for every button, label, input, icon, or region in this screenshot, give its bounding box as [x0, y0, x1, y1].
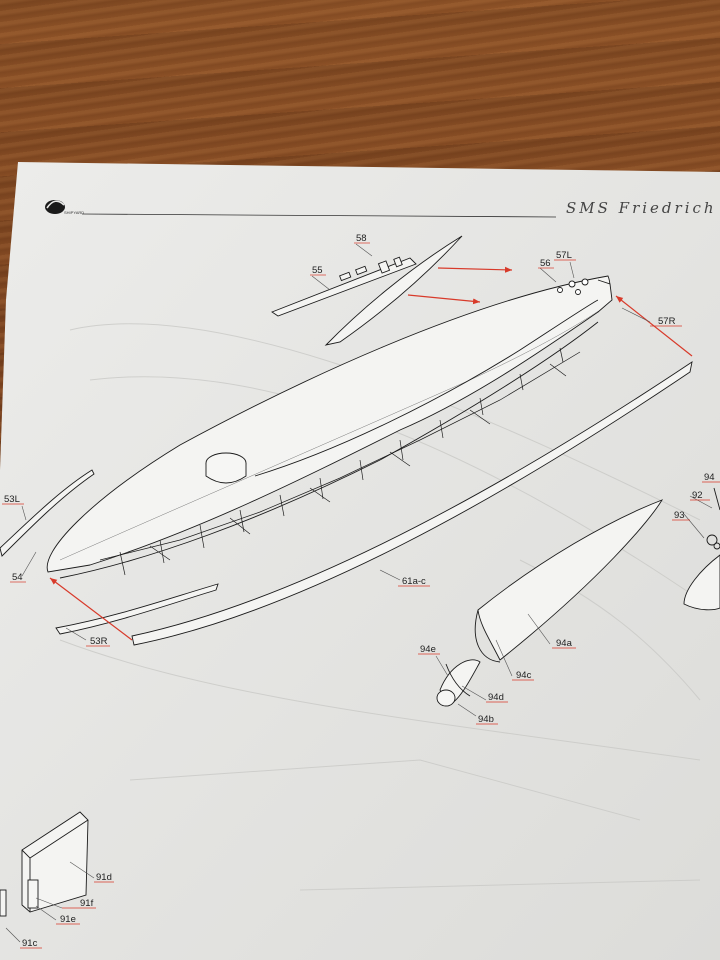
- part-label-91d: 91d: [96, 872, 112, 883]
- part-label-58: 58: [356, 233, 367, 244]
- part-label-94c: 94c: [516, 670, 532, 681]
- part-label-91f: 91f: [80, 898, 94, 909]
- superstructure-parts: [271, 235, 463, 346]
- hull-strips: [0, 361, 693, 646]
- ship-title: SMS Friedrich: [566, 199, 717, 217]
- part-label-57R: 57R: [658, 316, 676, 327]
- part-label-53L: 53L: [4, 494, 20, 505]
- sheet-header: SHIPYARD SMS Friedrich: [45, 199, 717, 218]
- part-label-57L: 57L: [556, 250, 572, 261]
- leader-lines: [5, 243, 713, 943]
- part-label-53R: 53R: [90, 636, 108, 647]
- part-label-54: 54: [12, 572, 23, 583]
- part-label-94d: 94d: [488, 692, 504, 703]
- part-label-55: 55: [312, 265, 323, 276]
- hull-assembly: [46, 275, 613, 579]
- part-label-93: 93: [674, 510, 685, 521]
- part-label-94: 94: [704, 472, 715, 483]
- brand-text: SHIPYARD: [64, 210, 84, 215]
- part-label-91c: 91c: [22, 938, 38, 949]
- rudder-parts: [436, 499, 664, 707]
- part-label-91e: 91e: [60, 914, 76, 925]
- part-label-92: 92: [692, 490, 703, 501]
- stand-parts: [0, 811, 89, 917]
- part-label-61a-c: 61a-c: [402, 576, 426, 587]
- part-label-94a: 94a: [556, 638, 573, 649]
- part-label-94e: 94e: [420, 644, 436, 655]
- part-label-94b: 94b: [478, 714, 494, 725]
- brand-logo: SHIPYARD: [45, 200, 84, 215]
- part-labels: 58 55 56 57L 57R 53L 54 53R 61a-c 94 92 …: [2, 233, 720, 949]
- propeller-parts: [683, 487, 720, 611]
- part-label-56: 56: [540, 258, 551, 269]
